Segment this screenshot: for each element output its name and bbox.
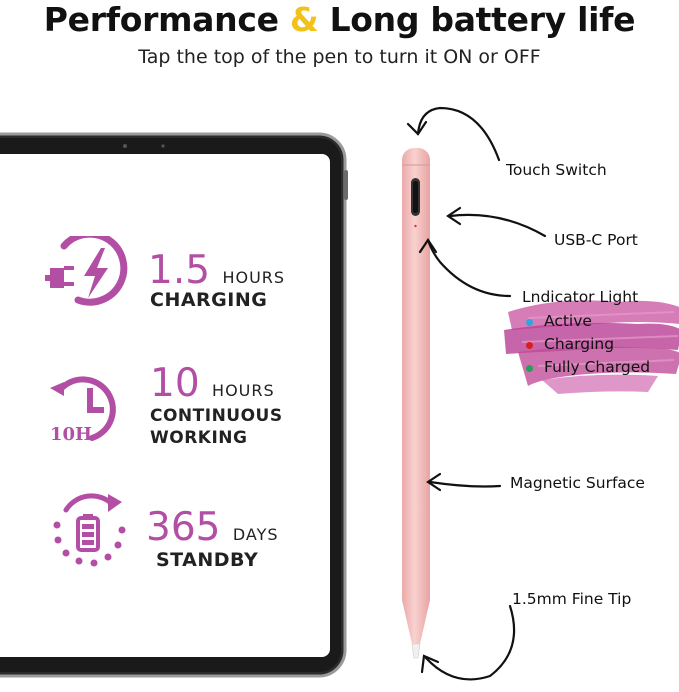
- standby-time-value: 365 DAYS: [146, 505, 279, 550]
- indicator-arrow: [426, 238, 512, 298]
- clock-10h-icon: 10H: [50, 376, 116, 444]
- active-dot-icon: [526, 319, 533, 326]
- standby-time-unit: DAYS: [232, 525, 279, 544]
- page-subtitle: Tap the top of the pen to turn it ON or …: [138, 46, 541, 68]
- fine-tip-arrow: [424, 604, 516, 681]
- touch-switch-arrow: [416, 106, 501, 162]
- touch-switch-label: Touch Switch: [506, 161, 607, 179]
- paint-stroke-background: [504, 300, 679, 394]
- clock-10h-text: 10H: [50, 424, 92, 444]
- working-label-line2: WORKING: [150, 428, 248, 448]
- stylus-pen-illustration: [402, 148, 430, 659]
- indicator-active-label: Active: [544, 312, 592, 330]
- fine-tip-label: 1.5mm Fine Tip: [512, 590, 632, 608]
- charging-time-unit: HOURS: [222, 268, 286, 287]
- charging-dot-icon: [526, 342, 533, 349]
- working-time-value: 10 HOURS: [150, 361, 275, 406]
- indicator-fully-charged-label: Fully Charged: [544, 358, 651, 376]
- magnetic-surface-arrow: [428, 480, 502, 488]
- working-time-unit: HOURS: [212, 381, 275, 400]
- working-label-line1: CONTINUOUS: [150, 406, 283, 426]
- plug-lightning-icon: [45, 236, 128, 306]
- charging-label: CHARGING: [150, 289, 268, 311]
- indicator-charging-label: Charging: [544, 335, 615, 353]
- usb-port-arrow: [448, 213, 547, 238]
- magnetic-surface-label: Magnetic Surface: [510, 474, 645, 492]
- fully-charged-dot-icon: [526, 365, 533, 372]
- indicator-title: Lndicator Light: [522, 288, 639, 306]
- usb-port-label: USB-C Port: [554, 231, 638, 249]
- charging-time-value: 1.5 HOURS: [148, 248, 286, 293]
- page-title: Performance & Long battery life: [43, 0, 636, 39]
- standby-label: STANDBY: [156, 549, 259, 571]
- battery-cycle-icon: [53, 493, 126, 567]
